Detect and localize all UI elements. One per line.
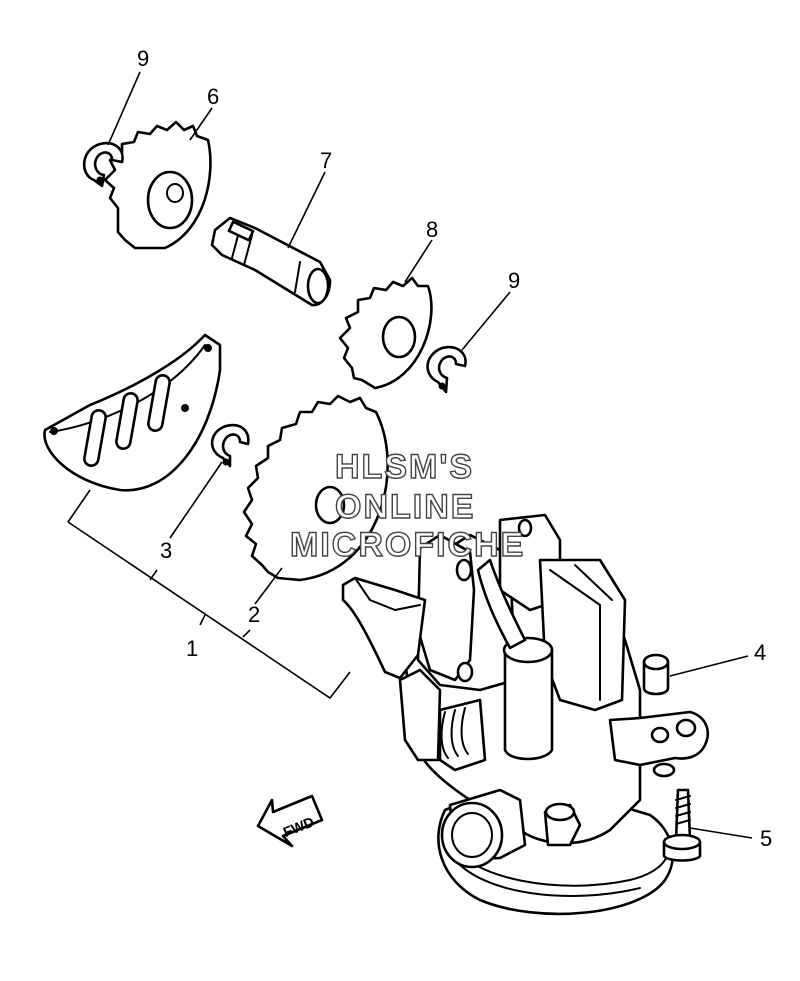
callout-3: 3 — [160, 538, 172, 563]
assembly-1-bracket — [67, 489, 351, 700]
watermark: HLSM'S ONLINE MICROFICHE — [289, 447, 525, 564]
circlip-9-upper — [82, 141, 124, 188]
collar-4 — [642, 653, 670, 696]
callout-1: 1 — [186, 636, 198, 661]
callout-9-upper: 9 — [137, 46, 149, 71]
leader-lines — [107, 71, 753, 839]
gear-8 — [338, 276, 433, 390]
callout-7: 7 — [320, 148, 332, 173]
callout-4: 4 — [754, 640, 766, 665]
callout-2: 2 — [248, 602, 260, 627]
strainer-shell — [43, 333, 222, 492]
gear-6 — [103, 120, 212, 250]
callout-9-lower: 9 — [508, 268, 520, 293]
circlip-3 — [210, 423, 250, 468]
strainer-duct — [341, 576, 427, 680]
fwd-arrow: FWD — [256, 794, 324, 848]
callout-6: 6 — [207, 84, 219, 109]
gear-2 — [242, 394, 389, 582]
watermark-line-3: MICROFICHE — [290, 526, 525, 564]
oil-pump-housing — [398, 513, 710, 916]
watermark-line-1: HLSM'S — [335, 448, 474, 486]
watermark-line-2: ONLINE — [335, 488, 475, 526]
bolt-5 — [662, 788, 702, 862]
shaft-7 — [210, 216, 332, 307]
circlip-9-lower — [426, 345, 467, 394]
callout-8: 8 — [426, 217, 438, 242]
callout-labels: 9 6 7 8 9 3 2 1 4 5 — [137, 46, 772, 851]
o-ring-coils — [440, 707, 469, 759]
callout-5: 5 — [760, 826, 772, 851]
